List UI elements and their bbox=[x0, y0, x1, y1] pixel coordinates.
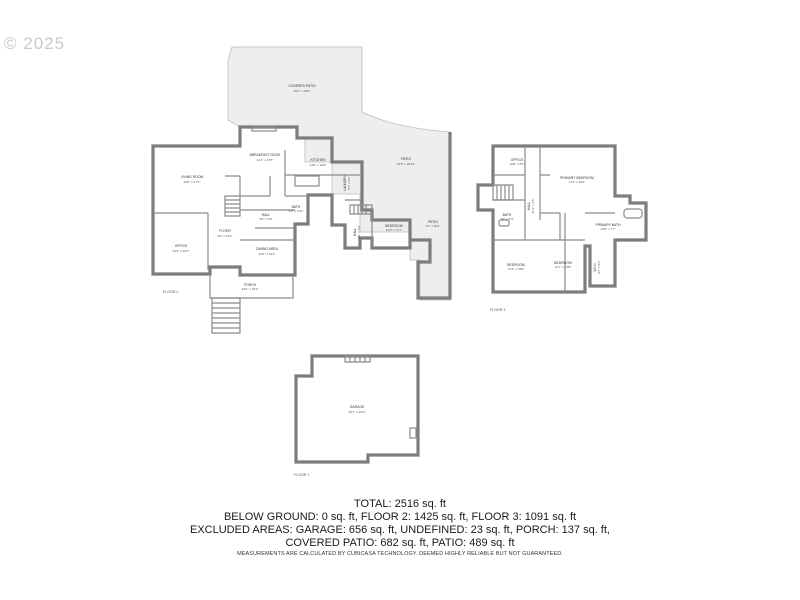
nook-slider-door bbox=[251, 126, 277, 132]
room-label: COVERED PATIO bbox=[288, 84, 316, 88]
room-label: FOYER bbox=[219, 229, 231, 233]
room-dims: 5'1" x 5'1" bbox=[597, 260, 601, 274]
floor-2-stairs bbox=[224, 195, 373, 217]
summary-excluded: EXCLUDED AREAS: GARAGE: 656 sq. ft, UNDE… bbox=[190, 524, 610, 536]
floor-1-plan: GARAGE 25'7" x 24'9" FLOOR 1 bbox=[294, 354, 420, 477]
summary-excluded-continued: COVERED PATIO: 682 sq. ft, PATIO: 489 sq… bbox=[285, 537, 515, 549]
room-dims: 17'4" x 16'1" bbox=[569, 180, 586, 184]
area-summary: TOTAL: 2516 sq. ft BELOW GROUND: 0 sq. f… bbox=[0, 498, 800, 557]
room-label: LAUNDRY bbox=[343, 174, 347, 191]
room-label: DINING AREA bbox=[256, 247, 279, 251]
room-label: GARAGE bbox=[350, 405, 365, 409]
room-dims: 8'1" x 6'1" bbox=[347, 176, 351, 190]
floor-2-plan: COVERED PATIO 39'1" x 23'0" BREAKFAST NO… bbox=[151, 46, 452, 334]
floor-2-exterior-wall bbox=[151, 125, 412, 277]
room-dims: 9'6" x 10'4" bbox=[217, 234, 232, 238]
floor-2-interior-walls bbox=[153, 150, 373, 270]
room-label: W.I.C. bbox=[593, 262, 597, 271]
copyright-watermark: © 2025 bbox=[4, 34, 66, 53]
garage-door-marker bbox=[409, 427, 417, 439]
room-label: BREAKFAST NOOK bbox=[250, 153, 282, 157]
room-dims: 12'0" x 12'2" bbox=[259, 252, 276, 256]
room-dims: 9'0" x 3'0" bbox=[259, 217, 273, 221]
room-label: HALL bbox=[353, 228, 357, 237]
room-dims: 25'7" x 24'9" bbox=[349, 410, 366, 414]
room-dims: 19'2" x 15'2" bbox=[242, 287, 259, 291]
floor-3-exterior-wall bbox=[476, 144, 648, 294]
room-label: OFFICE bbox=[175, 244, 188, 248]
porch-outline bbox=[209, 275, 294, 299]
floor-label: FLOOR 1 bbox=[294, 473, 309, 477]
room-dims: 11'2" x 17'8" bbox=[257, 158, 274, 162]
room-label: BEDROOM bbox=[507, 263, 525, 267]
room-label: PRIMARY BEDROOM bbox=[560, 176, 594, 180]
room-dims: 14'0" x 12'8" bbox=[310, 163, 327, 167]
room-dims: 15'6" x 25'11" bbox=[397, 162, 415, 166]
primary-bath-tub bbox=[623, 208, 643, 219]
floor-1-exterior-wall bbox=[294, 354, 420, 464]
room-label: LIVING ROOM bbox=[181, 175, 204, 179]
room-dims: 7'2" x 20'1" bbox=[425, 224, 440, 228]
room-label: BATH bbox=[503, 213, 512, 217]
room-label: HALL bbox=[262, 213, 271, 217]
floor-3-plan: OFFICE 10'8" x 8'1" PRIMARY BEDROOM 17'4… bbox=[476, 144, 648, 312]
room-dims: 10'8" x 8'1" bbox=[509, 162, 524, 166]
summary-total: TOTAL: 2516 sq. ft bbox=[354, 498, 446, 510]
porch-stairs bbox=[211, 297, 241, 334]
room-dims: 5'9" x 4'11" bbox=[288, 209, 303, 213]
room-dims: 24'0" x 17'1" bbox=[184, 180, 201, 184]
room-label: BEDROOM bbox=[554, 261, 572, 265]
floor-3-stairs bbox=[492, 184, 514, 201]
bath-tub bbox=[498, 219, 510, 227]
room-label: BATH bbox=[292, 205, 301, 209]
room-dims: 11'7" x 13'8" bbox=[555, 265, 572, 269]
floor-label: FLOOR 2 bbox=[163, 290, 178, 294]
room-dims: 7'0" x 8'4" bbox=[500, 217, 514, 221]
room-dims: 12'0" x 11'7" bbox=[386, 228, 403, 232]
measurement-disclaimer: MEASUREMENTS ARE CALCULATED BY CUBICASA … bbox=[237, 551, 563, 557]
room-dims: 10'4" x 7'7" bbox=[600, 227, 615, 231]
room-dims: 39'1" x 23'0" bbox=[294, 89, 311, 93]
room-label: KITCHEN bbox=[311, 158, 326, 162]
room-label: BEDROOM bbox=[385, 224, 403, 228]
room-label: PATIO bbox=[428, 220, 438, 224]
room-dims: 12'0" x 10'4" bbox=[173, 249, 190, 253]
side-patio-wall bbox=[410, 132, 452, 300]
kitchen-island bbox=[294, 175, 320, 187]
garage-stairs bbox=[344, 355, 371, 363]
room-label: HALL bbox=[527, 202, 531, 211]
room-label: PATIO bbox=[401, 157, 411, 161]
room-dims: 11'3" x 13'8" bbox=[508, 267, 525, 271]
room-label: OFFICE bbox=[511, 158, 524, 162]
room-label: PRIMARY BATH bbox=[595, 223, 621, 227]
summary-floors: BELOW GROUND: 0 sq. ft, FLOOR 2: 1425 sq… bbox=[223, 511, 577, 523]
floor-label: FLOOR 3 bbox=[490, 308, 505, 312]
room-dims: 20'1" x 3'6" bbox=[531, 198, 535, 213]
room-label: PORCH bbox=[244, 283, 257, 287]
room-dims: 7'6" x 3'4" bbox=[357, 225, 361, 239]
